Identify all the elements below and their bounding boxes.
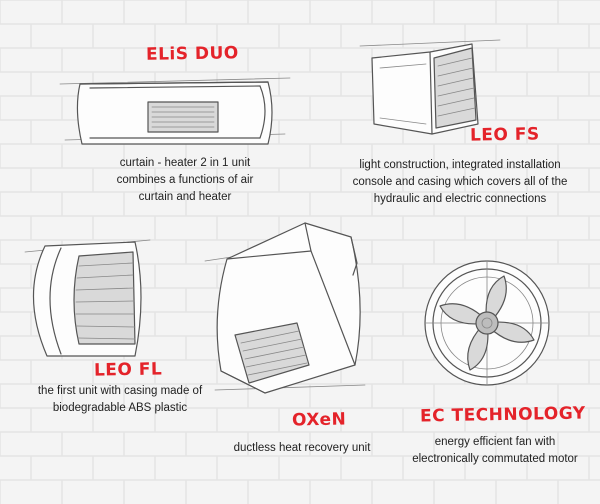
product-title-leo-fl: LEO FL — [93, 359, 163, 381]
product-description-leo-fs: light construction, integrated installat… — [340, 157, 580, 208]
product-description-oxen: ductless heat recovery unit — [212, 440, 392, 457]
product-title-elis-duo: ELiS DUO — [145, 43, 239, 65]
recovery-unit-icon — [204, 222, 366, 394]
description-line: biodegradable ABS plastic — [52, 402, 188, 414]
product-description-elis-duo: curtain - heater 2 in 1 unit combines a … — [85, 155, 285, 206]
wall-heater-icon — [359, 39, 501, 135]
product-title-leo-fs: LEO FS — [469, 124, 540, 146]
description-line: energy efficient fan with — [434, 436, 556, 448]
description-line: the first unit with casing made of — [37, 385, 203, 397]
product-description-leo-fl: the first unit with casing made of biode… — [20, 383, 220, 417]
description-line: ductless heat recovery unit — [233, 442, 371, 454]
product-title-ec-technology: EC TECHNOLOGY — [419, 403, 586, 427]
product-description-ec-technology: energy efficient fan with electronically… — [390, 434, 600, 468]
description-line: curtain - heater 2 in 1 unit — [119, 157, 251, 169]
round-heater-icon — [24, 239, 151, 357]
air-curtain-icon — [59, 77, 291, 145]
description-line: hydraulic and electric connections — [373, 193, 547, 205]
description-line: light construction, integrated installat… — [359, 159, 561, 171]
description-line: electronically commutated motor — [412, 453, 578, 465]
description-line: console and casing which covers all of t… — [352, 176, 568, 188]
product-title-oxen: OXeN — [291, 409, 347, 431]
description-line: combines a functions of air — [116, 174, 254, 186]
axial-fan-icon — [424, 260, 550, 386]
description-line: curtain and heater — [138, 191, 232, 203]
